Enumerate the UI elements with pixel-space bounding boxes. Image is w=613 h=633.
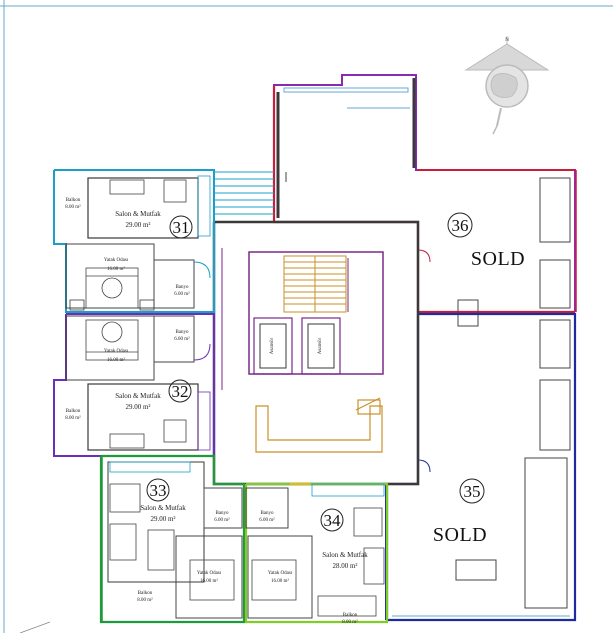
unit-34-bath-label: Banyo bbox=[260, 511, 274, 516]
compass-north-letter: N bbox=[505, 38, 509, 43]
elevator-2-label: Asansör bbox=[318, 337, 323, 354]
unit-36-outline bbox=[272, 74, 577, 327]
unit-34-bedroom-label: Yatak Odası bbox=[268, 571, 293, 576]
unit-33-balcony-label: Balkon bbox=[138, 591, 153, 596]
unit-33-salon-area: 29.00 m² bbox=[150, 515, 175, 523]
unit-34-salon-area: 28.00 m² bbox=[332, 562, 357, 570]
unit-33-outline bbox=[99, 454, 246, 624]
unit-32-bath-area: 6.00 m² bbox=[174, 336, 190, 342]
unit-36-number: 36 bbox=[452, 216, 469, 235]
unit-34-balcony-label: Balkon bbox=[343, 613, 358, 618]
unit-35-number-circle bbox=[459, 478, 485, 504]
unit-31-number: 31 bbox=[173, 218, 190, 237]
elevator-1-label: Asansör bbox=[270, 337, 275, 354]
north-compass-icon bbox=[464, 36, 550, 135]
unit-35-outline bbox=[385, 312, 577, 622]
unit-33-number: 33 bbox=[150, 481, 167, 500]
unit-32-bedroom-area: 16.00 m² bbox=[107, 357, 125, 363]
unit-32-outline bbox=[53, 313, 215, 457]
unit-32-number: 32 bbox=[172, 382, 189, 401]
unit-32-number-circle bbox=[168, 379, 192, 403]
unit-32-balcony-area: 8.00 m² bbox=[65, 415, 81, 421]
unit-35-number: 35 bbox=[464, 482, 481, 501]
unit-33-bath-label: Banyo bbox=[215, 511, 229, 516]
unit-35-sold-label: SOLD bbox=[433, 524, 487, 546]
unit-31-bedroom-area: 16.00 m² bbox=[107, 266, 125, 272]
unit-33-salon-label: Salon & Mutfak bbox=[140, 504, 186, 512]
unit-34-balcony-area: 8.00 m² bbox=[342, 619, 358, 625]
unit-32-salon-label: Salon & Mutfak bbox=[115, 392, 161, 400]
reception-desk bbox=[255, 397, 383, 453]
bedroom-furniture-31-32 bbox=[69, 267, 155, 361]
unit-31-outline bbox=[53, 169, 215, 313]
unit-32-bath-label: Banyo bbox=[175, 330, 189, 335]
unit-31-bath-area: 6.00 m² bbox=[174, 291, 190, 297]
unit-36-sold-label: SOLD bbox=[471, 248, 525, 270]
unit-32-bedroom-label: Yatak Odası bbox=[104, 349, 129, 354]
unit-36-number-circle bbox=[447, 212, 473, 238]
unit-31-salon-label: Salon & Mutfak bbox=[115, 210, 161, 218]
unit-31-bedroom-label: Yatak Odası bbox=[104, 258, 129, 263]
frame-corner-mark bbox=[19, 621, 51, 633]
unit-34-bedroom-area: 16.00 m² bbox=[271, 578, 289, 584]
stairs bbox=[283, 255, 347, 313]
core-outline bbox=[212, 220, 420, 486]
unit-31-number-circle bbox=[169, 215, 193, 239]
unit-33-balcony-area: 8.00 m² bbox=[137, 597, 153, 603]
unit-33-number-circle bbox=[146, 478, 170, 502]
unit-31-balcony-area: 8.00 m² bbox=[65, 204, 81, 210]
unit-33-bath-area: 6.00 m² bbox=[214, 517, 230, 523]
unit-33-bedroom-area: 16.00 m² bbox=[200, 578, 218, 584]
unit-31-bath-label: Banyo bbox=[175, 285, 189, 290]
unit-34-bath-area: 6.00 m² bbox=[259, 517, 275, 523]
unit-34-number: 34 bbox=[324, 511, 342, 530]
unit-34-number-circle bbox=[320, 508, 344, 532]
entrance-steps bbox=[214, 171, 274, 215]
unit-33-bedroom-label: Yatak Odası bbox=[197, 571, 222, 576]
unit-34-outline bbox=[244, 482, 389, 624]
unit-31-salon-area: 29.00 m² bbox=[125, 221, 150, 229]
unit-34-salon-label: Salon & Mutfak bbox=[322, 551, 368, 559]
unit-32-salon-area: 29.00 m² bbox=[125, 403, 150, 411]
unit-31-balcony-label: Balkon bbox=[66, 198, 81, 203]
unit-32-balcony-label: Balkon bbox=[66, 409, 81, 414]
